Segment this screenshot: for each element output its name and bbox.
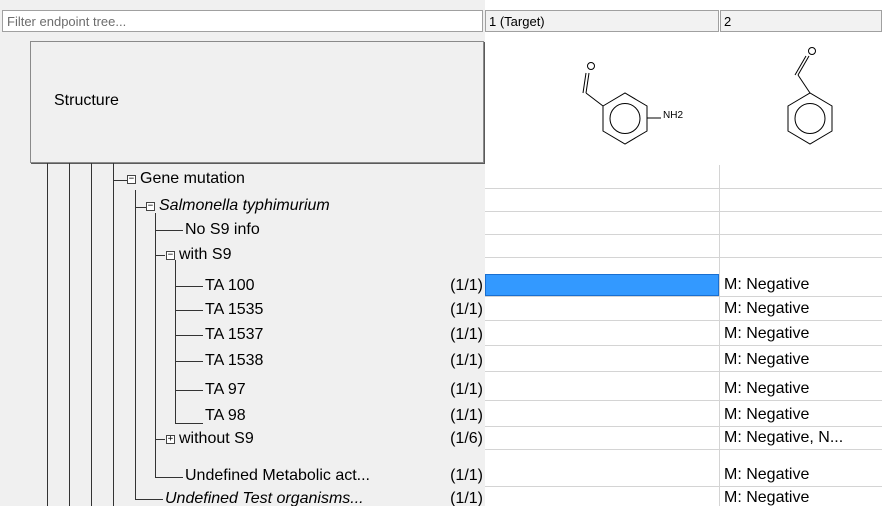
tree-node-count: (1/1): [450, 277, 483, 294]
tree-node-ta-97[interactable]: TA 97 (1/1): [0, 379, 485, 402]
structure-label: Structure: [54, 92, 119, 109]
grid-row: M: Negative: [485, 378, 882, 401]
grid-cell[interactable]: M: Negative: [724, 325, 810, 342]
grid-cell[interactable]: [485, 427, 719, 449]
tree-node-label: Undefined Metabolic act...: [185, 467, 370, 484]
structure-cell-target[interactable]: NH2: [485, 33, 719, 165]
collapse-icon[interactable]: −: [146, 201, 155, 211]
column-divider: [719, 165, 720, 506]
grid-cell[interactable]: [485, 378, 719, 400]
grid-cell[interactable]: M: Negative: [724, 406, 810, 423]
grid-row: M: Negative, N...: [485, 427, 882, 450]
grid-cell[interactable]: M: Negative: [724, 351, 810, 368]
grid-cell[interactable]: [485, 189, 719, 211]
tree-node-no-s9-info[interactable]: No S9 info: [0, 219, 485, 242]
grid-cell[interactable]: [485, 323, 719, 345]
tree-node-ta-1538[interactable]: TA 1538 (1/1): [0, 350, 485, 373]
grid-cell[interactable]: M: Negative: [724, 300, 810, 317]
grid-cell[interactable]: M: Negative: [724, 276, 810, 293]
grid-cell[interactable]: [720, 235, 882, 257]
structure-cell-2[interactable]: [720, 33, 882, 165]
tree-node-label: with S9: [179, 246, 232, 263]
tree-node-label: Salmonella typhimurium: [159, 197, 330, 214]
tree-node-undefined-metabolic[interactable]: Undefined Metabolic act... (1/1): [0, 465, 485, 488]
grid-cell[interactable]: [485, 298, 719, 320]
grid-cell[interactable]: [720, 166, 882, 188]
tree-node-label: TA 1538: [205, 352, 264, 369]
grid-cell[interactable]: [485, 404, 719, 426]
column-header-2[interactable]: 2: [720, 10, 882, 32]
tree-node-count: (1/1): [450, 490, 483, 506]
grid-cell[interactable]: M: Negative: [724, 466, 810, 483]
tree-node-count: (1/1): [450, 352, 483, 369]
grid-cell[interactable]: [485, 212, 719, 234]
tree-node-label: No S9 info: [185, 221, 260, 238]
tree-node-label: Gene mutation: [140, 170, 245, 187]
tree-node-with-s9[interactable]: − with S9: [0, 244, 485, 267]
tree-node-count: (1/1): [450, 301, 483, 318]
grid-row: M: Negative: [485, 298, 882, 321]
tree-node-label: TA 97: [205, 381, 246, 398]
grid-cell[interactable]: M: Negative: [724, 380, 810, 397]
tree-node-label: without S9: [179, 430, 254, 447]
grid-cell-selected[interactable]: [485, 274, 719, 296]
filter-endpoint-tree-input[interactable]: [2, 10, 483, 32]
tree-node-label: TA 1535: [205, 301, 264, 318]
grid-cell[interactable]: [485, 464, 719, 486]
tree-node-count: (1/1): [450, 326, 483, 343]
grid-cell[interactable]: [485, 235, 719, 257]
structure-header-box: Structure: [30, 41, 484, 163]
grid-row: M: Negative: [485, 487, 882, 506]
tree-node-count: (1/1): [450, 407, 483, 424]
tree-node-without-s9[interactable]: + without S9 (1/6): [0, 428, 485, 451]
grid-cell[interactable]: M: Negative: [724, 489, 810, 506]
grid-row: M: Negative: [485, 349, 882, 372]
grid-row: M: Negative: [485, 274, 882, 297]
collapse-icon[interactable]: −: [127, 174, 136, 184]
grid-row: M: Negative: [485, 323, 882, 346]
tree-node-count: (1/1): [450, 467, 483, 484]
tree-node-undefined-test-organisms[interactable]: Undefined Test organisms... (1/1): [0, 488, 485, 506]
expand-icon[interactable]: +: [166, 434, 175, 444]
grid-row: [485, 166, 882, 189]
grid-row: [485, 212, 882, 235]
grid-cell[interactable]: [720, 212, 882, 234]
grid-row: M: Negative: [485, 404, 882, 427]
molecule-aminobenzaldehyde-drawing: [582, 62, 661, 145]
tree-node-gene-mutation[interactable]: − Gene mutation: [0, 168, 485, 191]
collapse-icon[interactable]: −: [166, 250, 175, 260]
tree-node-label: Undefined Test organisms...: [165, 490, 364, 506]
grid-cell[interactable]: [485, 487, 719, 506]
grid-row: [485, 189, 882, 212]
tree-node-count: (1/6): [450, 430, 483, 447]
grid-cell[interactable]: M: Negative, N...: [724, 429, 844, 446]
tree-node-ta-1537[interactable]: TA 1537 (1/1): [0, 324, 485, 347]
tree-node-label: TA 100: [205, 277, 255, 294]
comparison-grid: 1 (Target) 2 NH2: [485, 0, 882, 506]
grid-cell[interactable]: [485, 166, 719, 188]
tree-node-ta-100[interactable]: TA 100 (1/1): [0, 275, 485, 298]
grid-cell[interactable]: [485, 349, 719, 371]
grid-row: [485, 235, 882, 258]
column-header-target[interactable]: 1 (Target): [485, 10, 719, 32]
tree-node-label: TA 1537: [205, 326, 264, 343]
tree-node-count: (1/1): [450, 381, 483, 398]
endpoint-tree-panel: Structure − Gene mutation − Salmonella t…: [0, 0, 485, 506]
tree-node-salmonella[interactable]: − Salmonella typhimurium: [0, 195, 485, 218]
tree-node-ta-98[interactable]: TA 98 (1/1): [0, 405, 485, 428]
amino-group-label: NH2: [663, 110, 684, 121]
tree-node-ta-1535[interactable]: TA 1535 (1/1): [0, 299, 485, 322]
grid-cell[interactable]: [720, 189, 882, 211]
tree-node-label: TA 98: [205, 407, 246, 424]
grid-row: M: Negative: [485, 464, 882, 487]
molecule-benzaldehyde-drawing: [787, 47, 833, 145]
